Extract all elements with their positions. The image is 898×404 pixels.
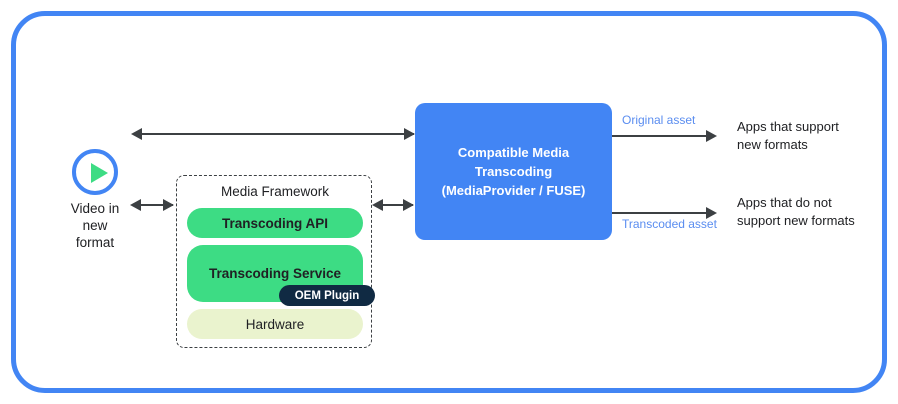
nonsupporting-apps-label-line-1: Apps that do not [737,195,832,210]
hardware-label: Hardware [245,316,305,332]
connector-core-to-nonsupporting-apps [612,212,712,214]
supporting-apps-label-line-2: new formats [737,137,808,152]
transcoding-api-block: Transcoding API [187,208,363,238]
cmt-title-line-2: Transcoding [474,164,553,179]
compatible-media-transcoding-block: Compatible Media Transcoding (MediaProvi… [415,103,612,240]
connector-video-to-framework [135,204,173,206]
video-source-label-line-1: Video in [70,201,120,216]
cmt-title-line-3: (MediaProvider / FUSE) [441,183,586,198]
nonsupporting-apps-label: Apps that do not support new formats [737,194,855,230]
media-framework-container: Media Framework Transcoding API Transcod… [176,175,375,348]
connector-core-to-supporting-apps-arrowhead [706,130,717,142]
connector-video-to-framework-arrowhead-left [130,199,141,211]
transcoding-api-label: Transcoding API [221,215,329,231]
hardware-block: Hardware [187,309,363,339]
connector-video-to-core-arrowhead-right [404,128,415,140]
connector-video-to-core-arrowhead-left [131,128,142,140]
play-circle-icon [72,149,118,195]
oem-plugin-label: OEM Plugin [294,289,360,302]
connector-framework-to-core [377,204,413,206]
connector-video-to-core [133,133,414,135]
connector-core-to-supporting-apps [612,135,712,137]
cmt-title-line-1: Compatible Media [457,145,570,160]
supporting-apps-label: Apps that support new formats [737,118,839,154]
connector-core-to-nonsupporting-apps-arrowhead [706,207,717,219]
transcoding-service-label: Transcoding Service [208,266,342,281]
oem-plugin-badge: OEM Plugin [279,285,375,306]
compatible-media-transcoding-title: Compatible Media Transcoding (MediaProvi… [434,143,594,200]
transcoded-asset-label: Transcoded asset [622,217,717,231]
video-source-label-line-3: format [75,235,115,250]
original-asset-label: Original asset [622,113,696,127]
video-source-label: Video in new format [45,200,145,251]
media-framework-title: Media Framework [220,184,330,199]
video-source-label-line-2: new [82,218,108,233]
connector-framework-to-core-arrowhead-left [372,199,383,211]
connector-video-to-framework-arrowhead-right [163,199,174,211]
connector-framework-to-core-arrowhead-right [403,199,414,211]
supporting-apps-label-line-1: Apps that support [737,119,839,134]
play-triangle-icon [91,163,108,183]
nonsupporting-apps-label-line-2: support new formats [737,213,855,228]
